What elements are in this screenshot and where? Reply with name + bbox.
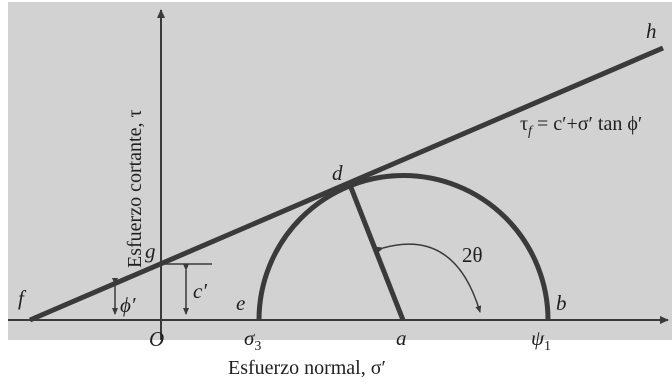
point-label-d: d bbox=[332, 161, 343, 185]
failure-equation: τf = c′+σ′ tan ϕ′ bbox=[520, 113, 642, 139]
sigma3-label: σ3 bbox=[244, 326, 261, 354]
point-label-g: g bbox=[145, 239, 156, 263]
point-label-f: f bbox=[18, 286, 27, 310]
failure-envelope bbox=[29, 45, 664, 323]
point-label-b: b bbox=[556, 291, 567, 315]
point-label-e: e bbox=[236, 291, 245, 315]
origin-label: O bbox=[149, 327, 164, 351]
point-label-h: h bbox=[646, 19, 657, 43]
y-axis-title: Esfuerzo cortante, τ bbox=[124, 109, 146, 268]
two-theta-arc bbox=[376, 243, 482, 313]
two-theta-label: 2θ bbox=[462, 243, 483, 267]
c-prime-label: c′ bbox=[193, 279, 207, 303]
x-axis-title: Esfuerzo normal, σ′ bbox=[228, 357, 386, 379]
phi-prime-label: ϕ′ bbox=[120, 293, 136, 317]
psi1-label: ψ1 bbox=[531, 326, 551, 354]
mohr-circle bbox=[256, 173, 551, 321]
point-label-a: a bbox=[396, 326, 407, 350]
